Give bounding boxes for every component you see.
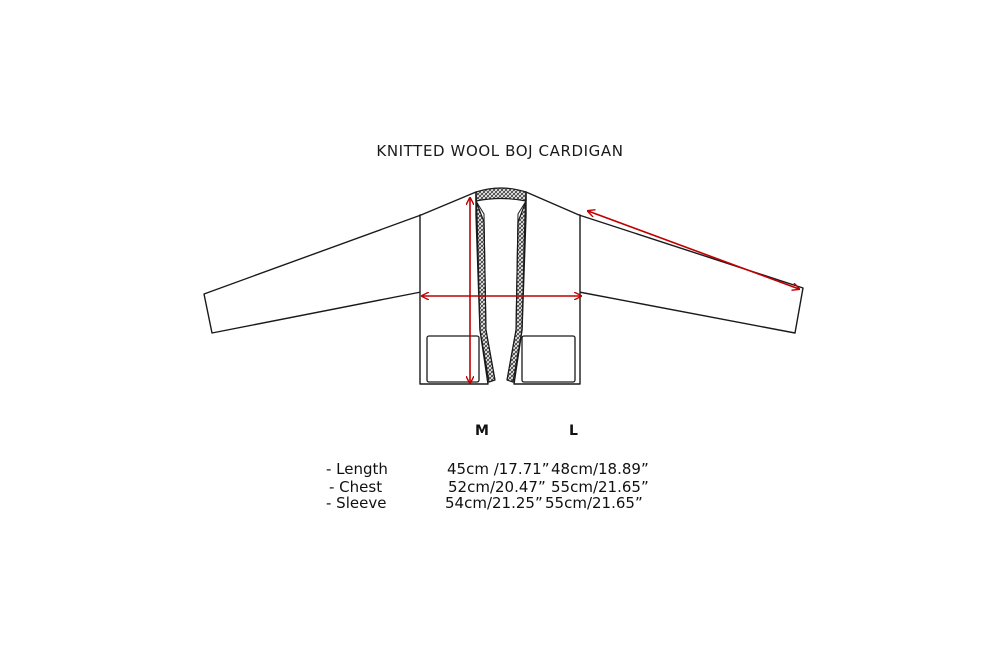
row-label-chest: - Chest <box>329 478 383 496</box>
back-neck-band <box>475 187 527 202</box>
sleeve-measure-arrow <box>588 211 799 289</box>
left-pocket <box>426 335 480 383</box>
chest-m-value: 52cm/20.47” <box>448 478 546 496</box>
chest-l-value: 55cm/21.65” <box>551 478 649 496</box>
size-header-m: M <box>475 423 489 439</box>
size-header-l: L <box>569 423 578 439</box>
length-l-value: 48cm/18.89” <box>551 460 649 478</box>
left-sleeve <box>203 214 422 334</box>
sleeve-l-value: 55cm/21.65” <box>545 494 643 512</box>
row-label-sleeve: - Sleeve <box>326 494 387 512</box>
length-m-value: 45cm /17.71” <box>447 460 550 478</box>
page-title: KNITTED WOOL BOJ CARDIGAN <box>376 142 624 160</box>
right-sleeve <box>578 214 804 334</box>
right-pocket <box>521 335 576 383</box>
row-label-length: - Length <box>326 460 388 478</box>
sleeve-m-value: 54cm/21.25” <box>445 494 543 512</box>
